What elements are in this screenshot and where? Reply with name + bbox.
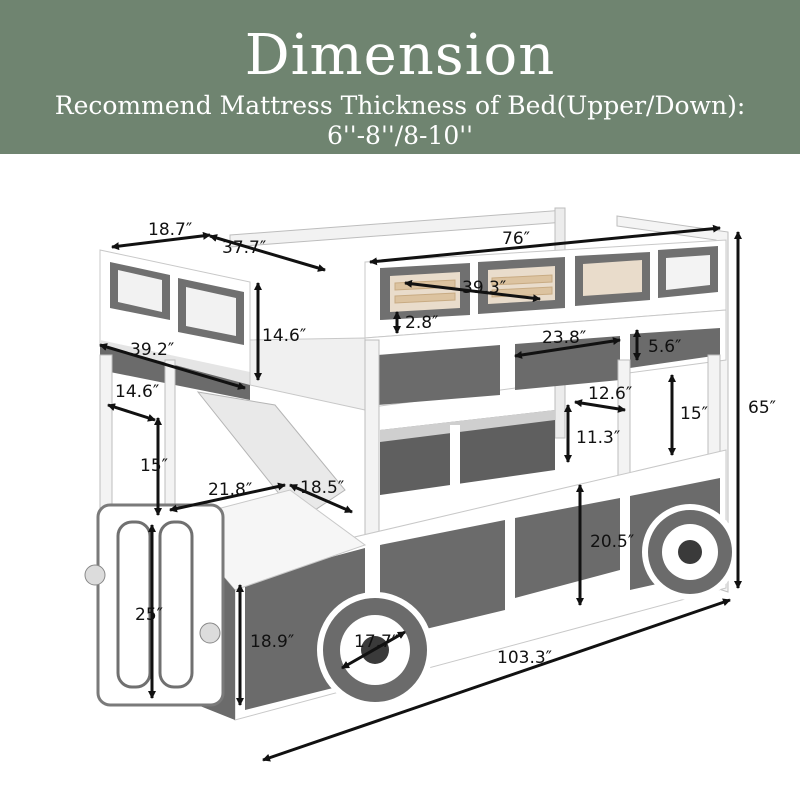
lower-windows: [380, 410, 555, 495]
dim-14-6-upper: 14.6″: [262, 326, 307, 346]
dim-103-3: 103.3″: [497, 648, 553, 668]
dim-18-5: 18.5″: [300, 478, 345, 498]
dim-12-6: 12.6″: [588, 384, 633, 404]
dim-15-left: 15″: [140, 456, 168, 476]
dim-11-3: 11.3″: [576, 428, 621, 448]
dim-76: 76″: [502, 229, 530, 249]
bus-bunk-bed-illustration: [84, 207, 742, 762]
dim-39-2: 39.2″: [130, 340, 175, 360]
dim-18-9: 18.9″: [250, 632, 295, 652]
front-grille: [84, 503, 225, 707]
page-title: Dimension: [244, 23, 556, 88]
header-banner: Dimension Recommend Mattress Thickness o…: [0, 0, 800, 154]
dim-37-7: 37.7″: [222, 238, 267, 258]
dim-20-5: 20.5″: [590, 532, 635, 552]
dim-5-6: 5.6″: [648, 337, 682, 357]
dimension-arrows: [99, 224, 742, 762]
dim-2-8: 2.8″: [405, 313, 439, 333]
rear-wheel: [642, 504, 738, 600]
dim-25: 25″: [135, 605, 163, 625]
dim-65: 65″: [748, 398, 776, 418]
mattress-note-line2: 6''-8''/8-10'': [326, 121, 474, 150]
mattress-note-line1: Recommend Mattress Thickness of Bed(Uppe…: [54, 91, 746, 120]
dim-39-3: 39.3″: [462, 278, 507, 298]
dim-21-8: 21.8″: [208, 480, 253, 500]
dim-15-right: 15″: [680, 404, 708, 424]
dim-14-6-lower: 14.6″: [115, 382, 160, 402]
dim-18-7: 18.7″: [148, 220, 193, 240]
dim-17-7: 17.7″: [354, 632, 399, 652]
dim-23-8: 23.8″: [542, 328, 587, 348]
